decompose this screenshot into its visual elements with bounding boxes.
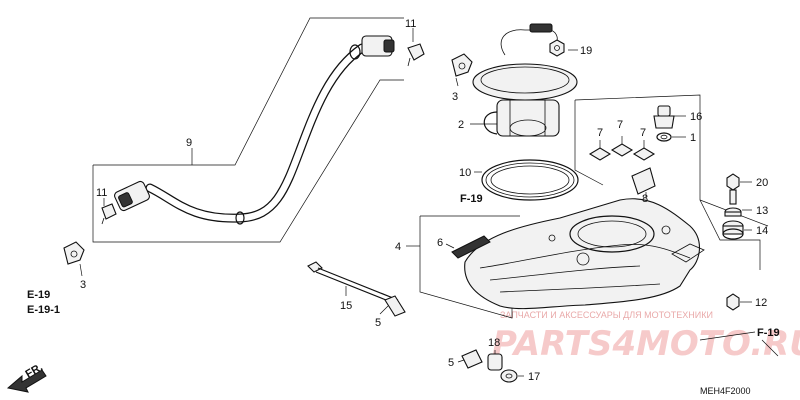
collar-13 <box>724 207 742 217</box>
callout-8: 8 <box>642 193 648 205</box>
callout-9: 9 <box>186 137 192 149</box>
pivot-collar-upper <box>384 295 406 317</box>
callout-11-lower: 11 <box>96 187 107 199</box>
watermark-brand: PARTS4MOTO.RU <box>492 324 800 364</box>
callout-5-lower: 5 <box>448 357 454 369</box>
callout-12: 12 <box>755 297 767 309</box>
rubber-pads <box>588 143 656 161</box>
callout-19: 19 <box>580 45 592 57</box>
cushion-18 <box>487 353 503 371</box>
foam-strip <box>451 235 491 259</box>
callout-14: 14 <box>756 225 768 237</box>
pivot-collar-lower <box>461 349 483 369</box>
grommet-lower <box>63 241 85 265</box>
check-valve <box>653 105 675 129</box>
callout-7-left: 7 <box>597 127 603 139</box>
mount-bolt-20 <box>726 173 740 205</box>
callout-7-mid: 7 <box>617 119 623 131</box>
callout-17: 17 <box>528 371 540 383</box>
watermark: PARTS4MOTO.RU ЗАПЧАСТИ И АКСЕССУАРЫ ДЛЯ … <box>492 310 800 364</box>
callout-13: 13 <box>756 205 768 217</box>
cushion-14 <box>722 220 744 240</box>
callout-2: 2 <box>458 119 464 131</box>
ref-e19: E-19 <box>27 289 50 301</box>
callout-3-upper: 3 <box>452 91 458 103</box>
bolt-12 <box>726 293 740 311</box>
callout-3-lower: 3 <box>80 279 86 291</box>
callout-20: 20 <box>756 177 768 189</box>
ref-f19-upper: F-19 <box>460 193 483 205</box>
hose-clip-upper <box>407 43 425 67</box>
callout-5-upper: 5 <box>375 317 381 329</box>
reference-codes: F-19 E-19 E-19-1 F-19 <box>27 193 780 357</box>
tank-group-frame <box>419 215 520 319</box>
callout-6: 6 <box>437 237 443 249</box>
fuel-hose <box>114 35 395 225</box>
callout-11-upper: 11 <box>405 18 416 30</box>
pump-gasket <box>481 159 579 201</box>
watermark-tagline: ЗАПЧАСТИ И АКСЕССУАРЫ ДЛЯ МОТОТЕХНИКИ <box>500 310 713 320</box>
nut-17 <box>500 369 518 383</box>
front-arrow-icon <box>6 369 47 393</box>
ref-e19-1: E-19-1 <box>27 304 60 316</box>
callout-16: 16 <box>690 111 702 123</box>
bolt-19 <box>549 39 565 57</box>
sealing-washer <box>656 132 672 142</box>
front-arrow: FR. <box>6 361 47 393</box>
callout-7-right: 7 <box>640 127 646 139</box>
ref-f19-lower: F-19 <box>757 327 780 339</box>
leader-lines <box>79 28 752 377</box>
pivot-bolt <box>307 261 399 305</box>
hose-group-frame <box>92 17 404 243</box>
fuel-pump <box>472 23 578 137</box>
part-callouts: 11 19 3 2 9 16 7 7 7 1 10 20 11 8 13 14 … <box>80 18 768 383</box>
callout-10: 10 <box>459 167 471 179</box>
callout-15: 15 <box>340 300 352 312</box>
fuel-tank <box>464 198 705 310</box>
callout-4: 4 <box>395 241 401 253</box>
callout-1: 1 <box>690 132 696 144</box>
hose-clip-lower <box>101 203 117 225</box>
grommet-upper <box>451 53 473 77</box>
bracket-plate <box>631 167 656 195</box>
callout-18: 18 <box>488 337 500 349</box>
diagram-code: MEH4F2000 <box>700 386 751 396</box>
